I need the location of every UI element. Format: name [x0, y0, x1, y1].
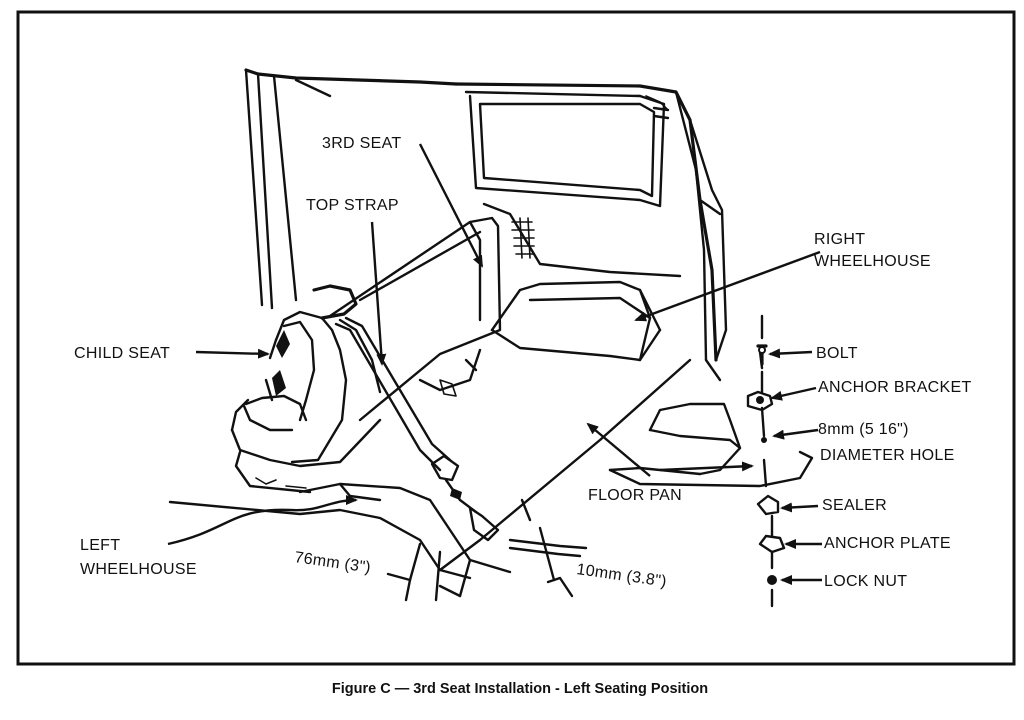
vehicle-interior-drawing [167, 68, 822, 608]
label-top-strap: TOP STRAP [306, 197, 399, 214]
top-strap-shape [334, 316, 500, 542]
figure-border [16, 10, 1016, 666]
label-bolt: BOLT [816, 345, 858, 362]
label-right-wheelhouse-line1: RIGHT [814, 231, 865, 248]
label-sealer: SEALER [822, 497, 887, 514]
label-right-wheelhouse-line2: WHEELHOUSE [814, 253, 931, 270]
label-left-wheelhouse-line1: LEFT [80, 537, 120, 554]
leader-arrows [167, 143, 822, 585]
label-hole-size: 8mm (5 16") [818, 421, 909, 438]
label-left-wheelhouse-line2: WHEELHOUSE [80, 561, 197, 578]
right-wheelhouse-shape [490, 280, 662, 362]
floor-pan-shape [608, 402, 814, 488]
anchor-hardware-stack [746, 314, 786, 608]
figure-caption: Figure C — 3rd Seat Installation - Left … [332, 681, 708, 697]
label-dimension-10mm: 10mm (3.8") [575, 561, 667, 590]
label-floor-pan: FLOOR PAN [588, 487, 682, 504]
label-anchor-bracket: ANCHOR BRACKET [818, 379, 972, 396]
vent-grill [511, 217, 535, 259]
third-seat-shape [328, 216, 502, 422]
label-diameter-hole: DIAMETER HOLE [820, 447, 955, 464]
dimension-lines [386, 498, 588, 602]
label-lock-nut: LOCK NUT [824, 573, 907, 590]
label-child-seat: CHILD SEAT [74, 345, 170, 362]
label-3rd-seat: 3RD SEAT [322, 135, 401, 152]
label-anchor-plate: ANCHOR PLATE [824, 535, 951, 552]
label-dimension-76mm: 76mm (3") [293, 549, 371, 577]
child-seat-shape [230, 284, 382, 494]
